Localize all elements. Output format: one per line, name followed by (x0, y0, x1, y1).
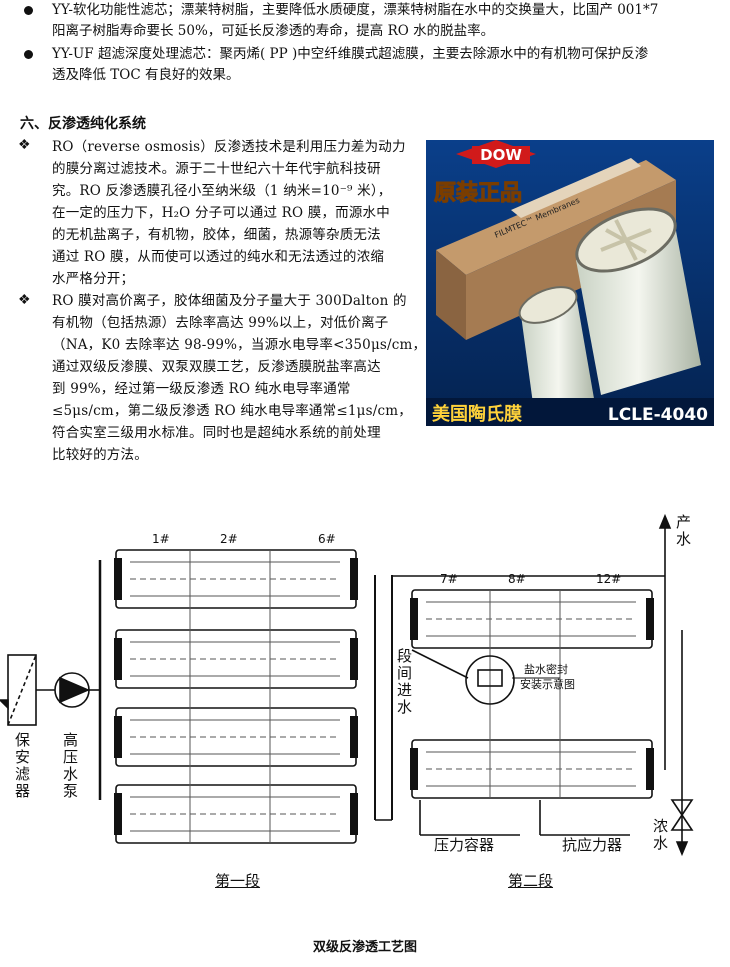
vessel-num-1: 1# (152, 532, 170, 546)
paragraph-ro-performance: RO 膜对高价离子，胶体细菌及分子量大于 300Dalton 的有机物（包括热源… (52, 293, 427, 463)
section-title: 六、反渗透纯化系统 (20, 116, 146, 132)
vessel-num-8: 8# (508, 572, 526, 586)
stage-feed-label: 段间进水 (395, 648, 413, 716)
paragraph-ro-intro: RO（reverse osmosis）反渗透技术是利用压力差为动力的膜分离过滤技… (52, 139, 406, 287)
dow-logo-text: DOW (480, 146, 522, 164)
bullet-dot (24, 6, 33, 15)
vessel-num-7: 7# (440, 572, 458, 586)
bullet-2-line1: YY-UF 超滤深度处理滤芯：聚丙烯( PP )中空纤维膜式超滤膜，主要去除源水… (52, 46, 649, 62)
bullet-1-line1: YY-软化功能性滤芯；漂莱特树脂，主要降低水质硬度，漂莱特树脂在水中的交换量大，… (52, 2, 659, 18)
pump-label: 高压水泵 (61, 732, 79, 800)
anti-thrust-label: 抗应力器 (562, 836, 623, 854)
vessel-num-12: 12# (596, 572, 622, 586)
stage1-label: 第一段 (215, 872, 261, 890)
concentrate-label: 浓水 (651, 818, 669, 852)
filter-label: 保安滤器 (13, 732, 31, 800)
vessel-num-2: 2# (220, 532, 238, 546)
vessel-num-6: 6# (318, 532, 336, 546)
bullet-2-line2: 透及降低 TOC 有良好的效果。 (52, 67, 240, 83)
pressure-vessel-label: 压力容器 (434, 836, 495, 854)
diamond-bullet-icon: ❖ (18, 137, 31, 153)
dow-membrane-photo: DOW 原装正品 FILMTEC™ Membranes 美国陶氏膜 LCLE-4… (426, 140, 714, 426)
diamond-bullet-icon: ❖ (18, 292, 31, 308)
figure-caption: 双级反渗透工艺图 (312, 940, 417, 955)
banner-text: 原装正品 (434, 181, 522, 206)
seal-note: 盐水密封 安装示意图 (520, 663, 575, 691)
stage2-label: 第二段 (508, 872, 554, 890)
model-label: LCLE-4040 (608, 405, 708, 425)
bottom-left-label: 美国陶氏膜 (432, 403, 522, 425)
product-water-label: 产水 (674, 514, 692, 548)
process-diagram: 1# 2# 6# 7# 8# 12# 产水 浓水 段间进水 保安滤器 高压水泵 … (0, 500, 730, 910)
bullet-1-line2: 阳离子树脂寿命要长 50%，可延长反渗透的寿命，提高 RO 水的脱盐率。 (52, 23, 495, 39)
bullet-dot (24, 50, 33, 59)
